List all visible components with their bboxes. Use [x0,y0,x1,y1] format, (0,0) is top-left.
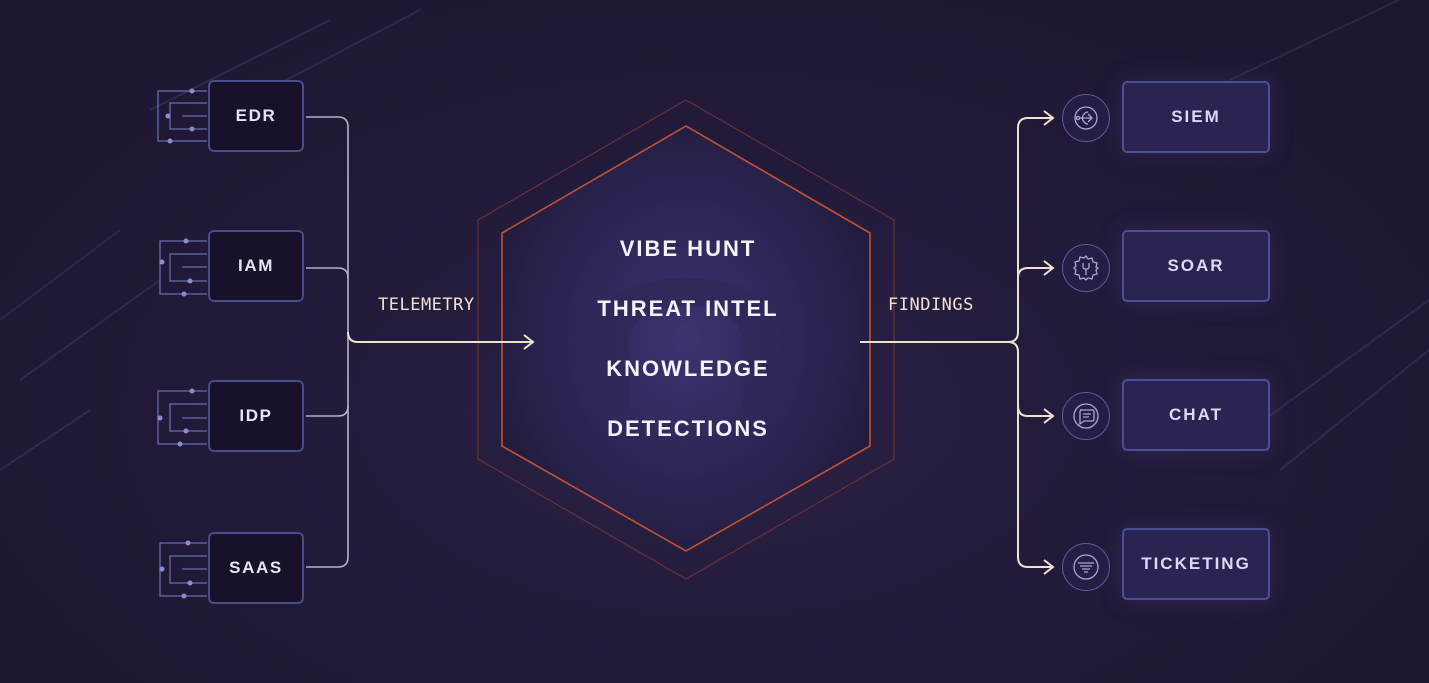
destination-soar-label: SOAR [1167,256,1225,275]
hub-item-threat-intel: THREAT INTEL [597,296,779,321]
source-circuit-traces [157,90,207,597]
hub-item-vibe-hunt: VIBE HUNT [619,236,757,261]
hub-item-knowledge: KNOWLEDGE [606,356,770,381]
source-saas: SAAS [208,532,304,604]
routing-icon [1062,94,1110,142]
findings-label: FINDINGS [888,295,974,315]
hub-watermark-logo [598,278,774,410]
telemetry-arrow [347,331,532,343]
destination-ticketing: TICKETING [1122,528,1270,600]
destination-ticketing-label: TICKETING [1141,554,1251,573]
source-edr-label: EDR [235,106,277,125]
source-iam-label: IAM [238,256,274,275]
destination-siem-label: SIEM [1171,107,1221,126]
hub-item-detections: DETECTIONS [607,416,769,441]
source-circuit-nodes [157,88,195,599]
source-edr: EDR [208,80,304,152]
filter-lines-icon [1062,543,1110,591]
hub-inner-hexagon [501,125,871,552]
source-iam: IAM [208,230,304,302]
source-saas-label: SAAS [229,558,283,577]
source-idp-label: IDP [239,406,273,425]
telemetry-arrowhead [523,334,535,350]
destination-siem: SIEM [1122,81,1270,153]
chat-bubble-icon [1062,392,1110,440]
source-idp: IDP [208,380,304,452]
destination-chat: CHAT [1122,379,1270,451]
hub-outer-hexagon [477,99,895,580]
destination-chat-label: CHAT [1169,405,1223,424]
output-connectors [860,110,1055,575]
destination-soar: SOAR [1122,230,1270,302]
gear-wrench-icon [1062,244,1110,292]
telemetry-label: TELEMETRY [378,295,475,315]
input-connectors [306,116,349,568]
